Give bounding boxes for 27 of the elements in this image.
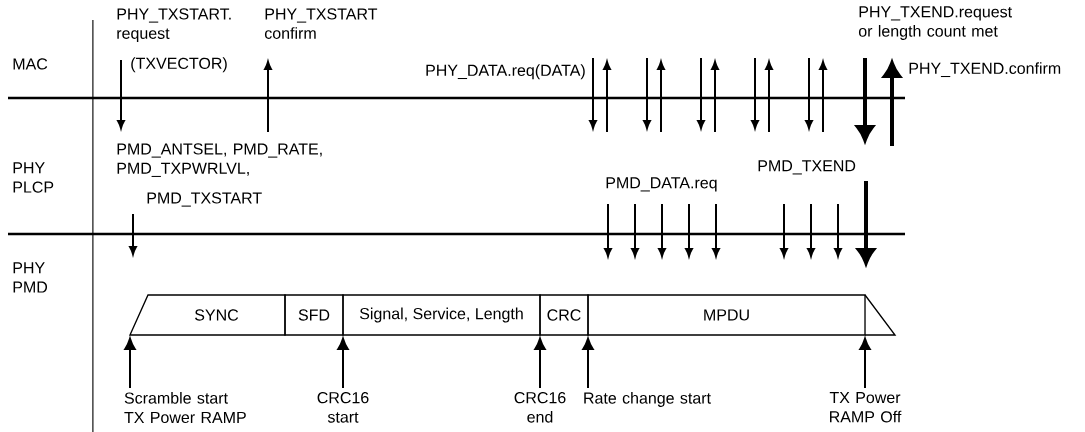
primitive-label: (TXVECTOR) — [131, 57, 227, 73]
frame-field: Signal, Service, Length — [342, 294, 541, 336]
lane-label: PHY PLCP — [13, 162, 54, 193]
primitive-label: PMD_TXSTART — [147, 192, 262, 207]
arrow — [534, 337, 546, 389]
arrow — [582, 337, 594, 389]
frame-field: MPDU — [587, 294, 897, 336]
primitive-label: PHY_DATA.req(DATA) — [426, 64, 585, 80]
arrow — [859, 337, 871, 389]
frame-field: CRC — [539, 294, 589, 336]
primitive-label: PMD_TXEND — [758, 160, 856, 175]
frame-field: SFD — [284, 294, 344, 336]
lane-label: PHY PMD — [13, 262, 48, 293]
event-label: CRC16 start — [317, 392, 369, 423]
arrow — [337, 337, 349, 389]
event-label: Scramble start TX Power RAMP — [124, 392, 246, 424]
primitive-label: PHY_TXSTART confirm — [264, 8, 378, 39]
primitive-label: PHY_TXEND.request or length count met — [858, 6, 1012, 40]
event-label: Rate change start — [584, 392, 711, 407]
arrow — [124, 337, 136, 389]
primitive-label: PMD_DATA.req — [606, 177, 717, 192]
primitive-label: PHY_TXSTART. request — [117, 8, 231, 43]
event-label: CRC16 end — [514, 392, 566, 423]
primitive-label: PHY_TXEND.confirm — [909, 62, 1061, 78]
event-label: TX Power RAMP Off — [829, 392, 902, 423]
primitive-label: PMD_ANTSEL, PMD_RATE, PMD_TXPWRLVL, — [117, 143, 322, 177]
lane-label: MAC — [13, 58, 48, 70]
